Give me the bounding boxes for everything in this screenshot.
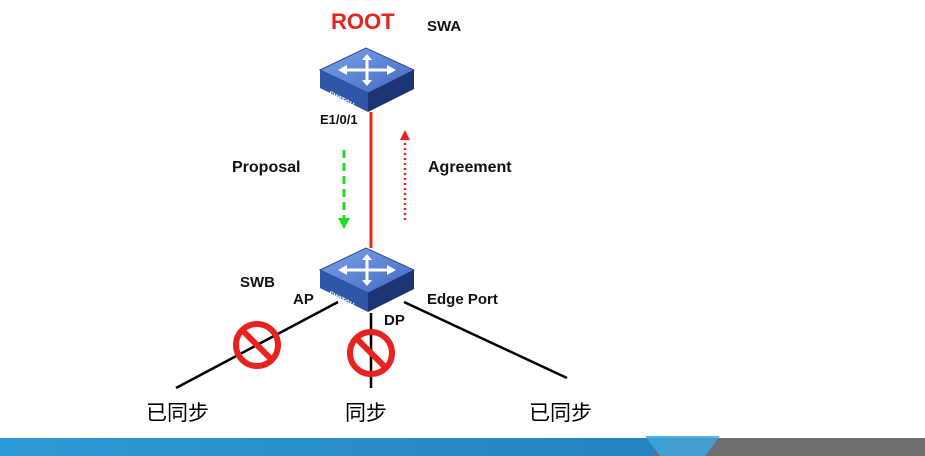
footer-bar-gray [652,438,925,456]
leaf-middle-label: 同步 [345,401,387,425]
ap-label: AP [293,291,314,308]
root-label: ROOT [331,9,395,34]
agreement-label: Agreement [428,159,512,176]
dp-label: DP [384,312,405,329]
leaf-right-label: 已同步 [529,401,592,425]
proposal-label: Proposal [232,159,301,176]
arrow-up-icon [400,130,410,220]
blocked-port-icon [347,329,395,377]
leaf-left-label: 已同步 [146,401,209,425]
footer-bar-accent [645,436,720,456]
swa-label: SWA [427,18,462,35]
arrow-down-icon [338,150,350,229]
switch-icon: SWITCH [318,247,416,312]
link-edge-right [403,300,568,380]
swb-label: SWB [240,274,275,291]
edge-port-label: Edge Port [427,291,498,308]
swa-port-label: E1/0/1 [320,112,358,127]
switch-icon: SWITCH [318,47,416,112]
blocked-port-icon [233,321,281,369]
